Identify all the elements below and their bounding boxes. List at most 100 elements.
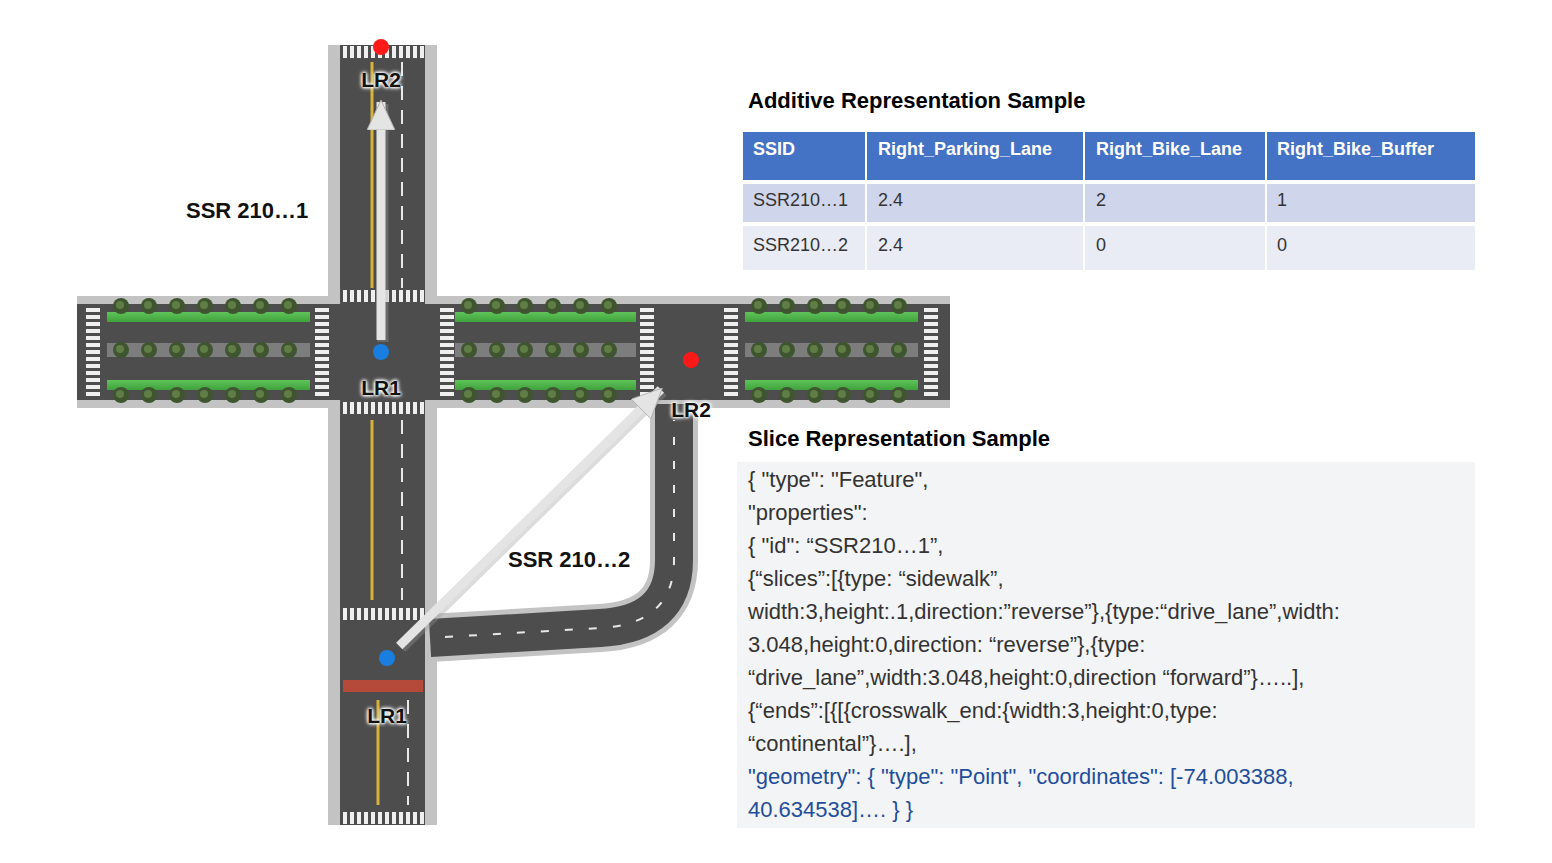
tree (116, 301, 124, 309)
median (745, 343, 918, 357)
crosswalk-bar (315, 378, 329, 382)
tree (256, 345, 264, 353)
crosswalk-bar (315, 350, 329, 354)
crosswalk-bar (420, 290, 424, 302)
tree (807, 387, 823, 403)
crosswalk-bar (378, 402, 382, 414)
tree (228, 345, 236, 353)
crosswalk-bar (724, 392, 738, 396)
tree (281, 387, 297, 403)
crosswalk-bar (315, 336, 329, 340)
crosswalk-bar (86, 357, 100, 361)
tree (894, 345, 902, 353)
crosswalk-bar (440, 350, 454, 354)
tree (807, 342, 823, 358)
crosswalk-bar (86, 322, 100, 326)
crosswalk-bar (385, 402, 389, 414)
crosswalk-bar (357, 608, 361, 620)
tree (573, 342, 589, 358)
segment-label: SSR 210…1 (186, 198, 308, 224)
tree (169, 342, 185, 358)
crosswalk-bar (420, 402, 424, 414)
crosswalk-bar (413, 46, 417, 58)
crosswalk-bar (724, 357, 738, 361)
crosswalk-bar (86, 336, 100, 340)
tree (601, 387, 617, 403)
crosswalk-bar (420, 812, 424, 824)
crosswalk-bar (371, 290, 375, 302)
crosswalk-bar (640, 315, 654, 319)
tree (517, 298, 533, 314)
tree (863, 342, 879, 358)
crosswalk-bar (724, 308, 738, 312)
tree (200, 301, 208, 309)
crosswalk-bar (924, 378, 938, 382)
crosswalk-bar (392, 290, 396, 302)
tree (891, 387, 907, 403)
crosswalk-bar (364, 812, 368, 824)
crosswalk-bar (440, 371, 454, 375)
curved-road (430, 404, 674, 638)
crosswalk-bar (440, 322, 454, 326)
location-label: LR2 (359, 68, 403, 92)
crosswalk-bar (640, 378, 654, 382)
tree (464, 345, 472, 353)
crosswalk-bar (413, 812, 417, 824)
tree (520, 390, 528, 398)
tree (492, 345, 500, 353)
crosswalk-bar (364, 402, 368, 414)
tree (601, 342, 617, 358)
table-cell: SSR210…2 (753, 235, 848, 257)
median-planting (107, 298, 918, 403)
table-cell: 2 (1096, 190, 1106, 212)
code-line: "geometry": { "type": "Point", "coordina… (748, 764, 1294, 790)
crosswalk-bar (86, 371, 100, 375)
location-dot (379, 650, 395, 666)
crosswalk-bar (86, 392, 100, 396)
tree (517, 387, 533, 403)
crosswalk-bar (371, 402, 375, 414)
crosswalk-bar (724, 371, 738, 375)
crosswalk-bar (399, 608, 403, 620)
tree (545, 342, 561, 358)
tree (281, 298, 297, 314)
crosswalk-bar (371, 812, 375, 824)
tree (782, 390, 790, 398)
tree (604, 301, 612, 309)
tree (894, 301, 902, 309)
crosswalk-bar (86, 315, 100, 319)
tree (517, 342, 533, 358)
crosswalk-bar (86, 343, 100, 347)
tree (782, 345, 790, 353)
tree (200, 345, 208, 353)
crosswalk-bar (640, 350, 654, 354)
tree (779, 298, 795, 314)
tree (754, 345, 762, 353)
crosswalk-bar (640, 371, 654, 375)
crosswalk-bar (399, 290, 403, 302)
tree (489, 298, 505, 314)
tree (838, 301, 846, 309)
table-header: Right_Parking_Lane (878, 139, 1052, 161)
tree (141, 342, 157, 358)
crosswalk-bar (371, 608, 375, 620)
crosswalk-bar (640, 322, 654, 326)
tree (284, 301, 292, 309)
tree (520, 301, 528, 309)
code-line: "properties": (748, 500, 868, 526)
segment-arrow (399, 390, 661, 646)
crosswalk-bar (350, 812, 354, 824)
crosswalk-bar (315, 392, 329, 396)
cross-street (77, 296, 950, 408)
tree (807, 298, 823, 314)
crosswalk-bar (364, 608, 368, 620)
tree (144, 345, 152, 353)
main-street (328, 45, 437, 825)
crosswalk-bar (924, 315, 938, 319)
crosswalk-bar (399, 402, 403, 414)
tree (754, 301, 762, 309)
tree (492, 301, 500, 309)
crosswalk-bar (640, 308, 654, 312)
median (107, 343, 310, 357)
tree (253, 298, 269, 314)
